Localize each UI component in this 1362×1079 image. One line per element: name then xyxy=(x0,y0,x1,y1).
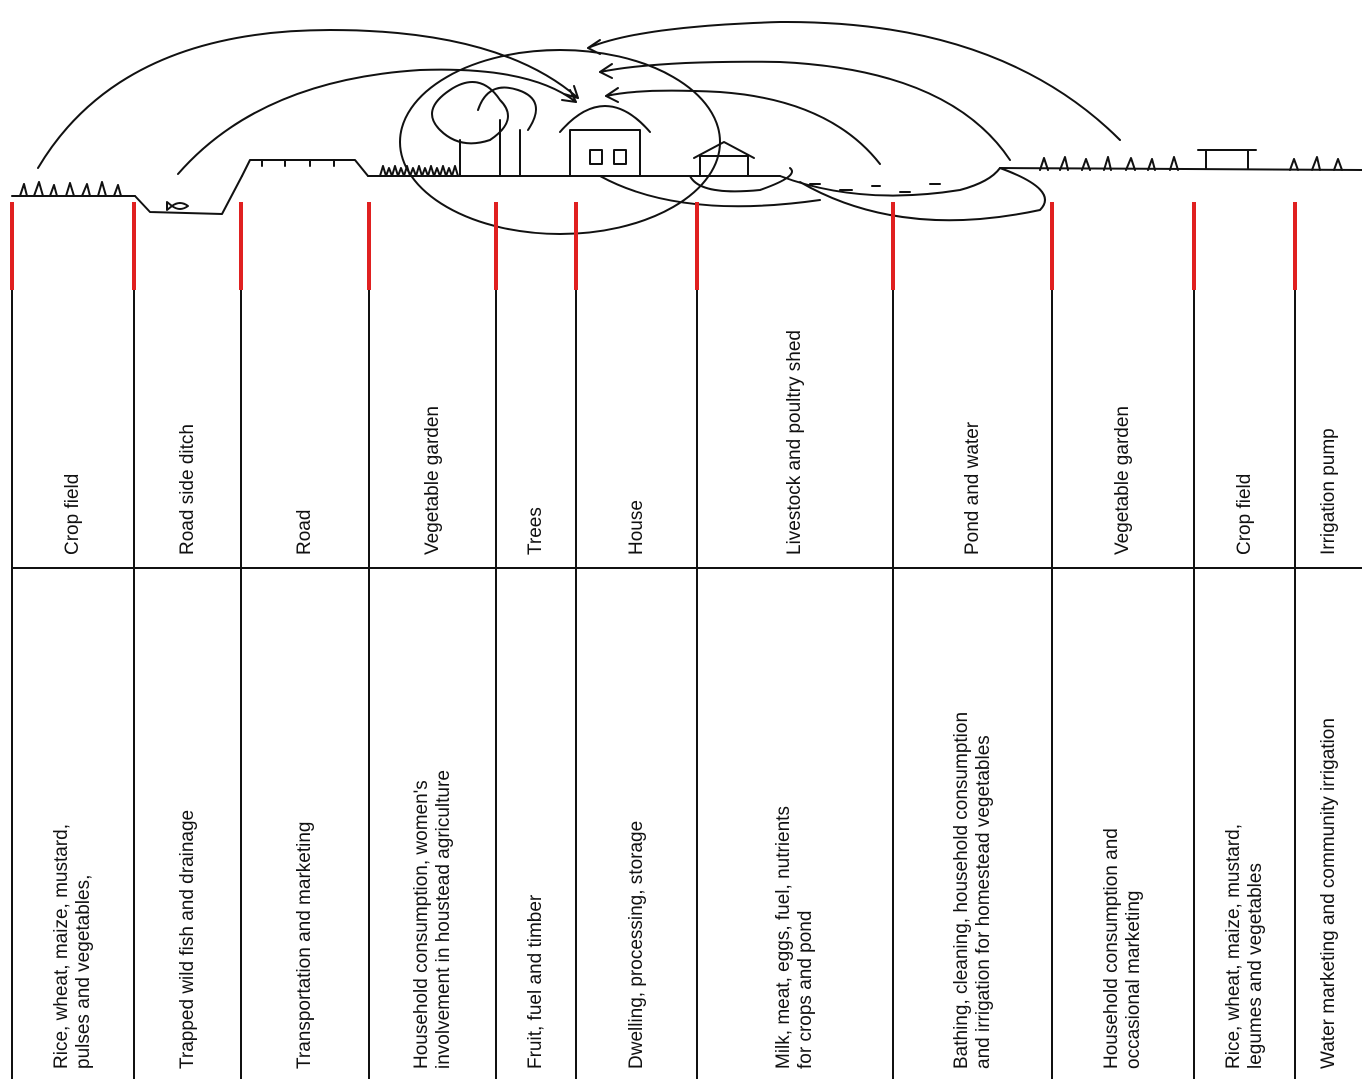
trees xyxy=(431,81,537,177)
loop-shed-pond xyxy=(689,167,793,193)
zone-use-label: Dwelling, processing, storage xyxy=(625,820,647,1069)
zone-marker xyxy=(367,202,371,290)
zone-marker xyxy=(1293,202,1297,290)
irrigation-pump xyxy=(1197,149,1257,169)
zone-use-label: Fruit, fuel and timber xyxy=(525,894,546,1069)
zone-marker xyxy=(10,202,14,290)
zone-use-label: Water marketing and community irrigation xyxy=(1317,718,1339,1069)
zone-use-label: Milk, meat, eggs, fuel, nutrients xyxy=(773,806,794,1069)
row-divider xyxy=(12,567,1362,569)
column-divider xyxy=(240,290,242,1079)
zone-marker xyxy=(239,202,243,290)
ground-ditch xyxy=(134,175,243,215)
zone-use-label: Household consumption, women's xyxy=(410,780,432,1069)
zone-marker xyxy=(574,202,578,290)
zone-use-label: Rice, wheat, maize, mustard, xyxy=(51,824,72,1069)
column-divider xyxy=(133,290,135,1079)
zone-element-label: Irrigation pump xyxy=(1317,428,1339,555)
zone-use-label: Household consumption and xyxy=(1101,828,1122,1069)
column-divider xyxy=(368,290,370,1079)
grass-right xyxy=(1039,156,1343,171)
zone-use-label: and irrigation for homestead vegetables xyxy=(972,735,994,1069)
arc-crop-field-left xyxy=(37,29,579,169)
arc-ditch xyxy=(177,68,577,175)
house xyxy=(559,105,651,177)
landscape-sketch xyxy=(11,20,1362,235)
arc-right-field xyxy=(587,20,1121,141)
zone-use-label: Trapped wild fish and drainage xyxy=(176,809,198,1069)
ditch-fish xyxy=(166,201,189,211)
zone-element-label: Trees xyxy=(525,507,546,555)
column-divider xyxy=(1193,290,1195,1079)
zone-marker xyxy=(695,202,699,290)
zone-use-label: Transportation and marketing xyxy=(294,821,315,1069)
loop-pond-garden xyxy=(799,167,1046,222)
zone-marker xyxy=(1192,202,1196,290)
zone-element-label: Pond and water xyxy=(961,421,983,555)
loop-house-pond xyxy=(599,175,821,208)
column-divider xyxy=(892,290,894,1079)
zone-marker xyxy=(132,202,136,290)
zone-use-label: pulses and vegetables, xyxy=(73,874,94,1069)
arc-pond xyxy=(605,89,881,165)
zone-use-label: for crops and pond xyxy=(795,910,816,1069)
zone-element-label: Vegetable garden xyxy=(421,406,443,555)
ground-pond xyxy=(779,167,1001,197)
pond-water xyxy=(809,183,941,193)
zone-element-label: Livestock and poultry shed xyxy=(784,330,805,555)
zone-use-label: involvement in houstead agriculture xyxy=(432,770,454,1069)
zone-marker xyxy=(1050,202,1054,290)
ground-road xyxy=(241,159,369,177)
zone-element-label: House xyxy=(625,500,647,555)
homestead-ellipse xyxy=(399,49,721,235)
zone-marker xyxy=(494,202,498,290)
garden-plants-left xyxy=(379,165,459,177)
zone-marker xyxy=(891,202,895,290)
arc-vegetable-right xyxy=(599,60,1011,161)
column-divider xyxy=(575,290,577,1079)
zone-use-label: occasional marketing xyxy=(1123,890,1144,1069)
column-divider xyxy=(696,290,698,1079)
ground-right-field xyxy=(999,167,1362,171)
column-divider xyxy=(11,290,13,1079)
grass-left xyxy=(19,181,122,197)
column-divider xyxy=(1294,290,1296,1079)
zone-use-label: Rice, wheat, maize, mustard, xyxy=(1222,824,1244,1069)
zone-use-label: Bathing, cleaning, household consumption xyxy=(950,711,972,1069)
zone-element-label: Crop field xyxy=(1233,473,1255,555)
livestock-shed xyxy=(693,141,755,177)
zone-use-label: legumes and vegetables xyxy=(1244,863,1266,1069)
column-divider xyxy=(495,290,497,1079)
zone-element-label: Road side ditch xyxy=(176,424,198,555)
zone-element-label: Crop field xyxy=(62,473,83,555)
zone-element-label: Road xyxy=(294,509,315,555)
column-divider xyxy=(1051,290,1053,1079)
zone-element-label: Vegetable garden xyxy=(1112,406,1133,555)
